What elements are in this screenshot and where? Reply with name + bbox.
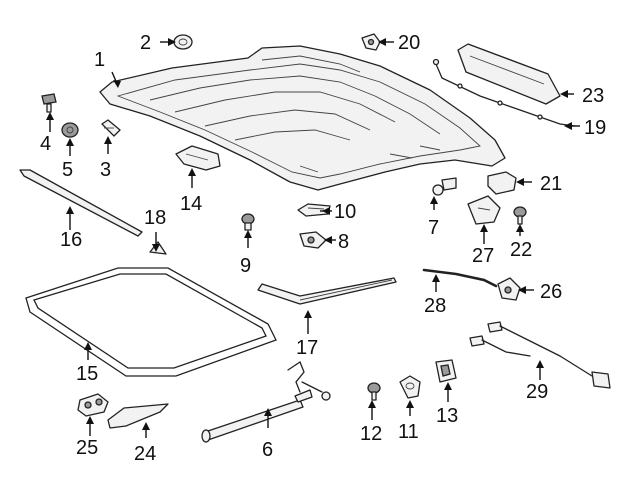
- callout-11: 11: [398, 421, 419, 443]
- callout-15: 15: [76, 363, 98, 385]
- cable-assembly: [469, 321, 611, 389]
- callout-26: 26: [540, 281, 562, 303]
- callout-14: 14: [180, 193, 202, 215]
- callout-20: 20: [398, 32, 420, 54]
- callout-1: 1: [94, 49, 105, 71]
- liftgate-panel: [99, 45, 506, 191]
- callout-25: 25: [76, 437, 98, 459]
- callout-2: 2: [140, 32, 151, 54]
- plug: [173, 34, 193, 50]
- callout-21: 21: [540, 173, 562, 195]
- bolt-9: [241, 213, 255, 231]
- callout-28: 28: [424, 295, 446, 317]
- callout-17: 17: [296, 337, 318, 359]
- callout-10: 10: [334, 201, 356, 223]
- nut-5: [61, 122, 79, 138]
- spoiler: [457, 43, 561, 105]
- callout-6: 6: [262, 439, 273, 461]
- gas-strut: [201, 361, 331, 443]
- callout-18: 18: [144, 207, 166, 229]
- callout-4: 4: [40, 133, 51, 155]
- callout-13: 13: [436, 405, 458, 427]
- handle: [175, 145, 221, 171]
- screw-12: [367, 382, 381, 401]
- bumper-21: [487, 171, 517, 195]
- garnish-strip: [257, 277, 397, 305]
- callout-12: 12: [360, 423, 382, 445]
- callout-3: 3: [100, 159, 111, 181]
- callout-9: 9: [240, 255, 251, 277]
- weatherstrip: [25, 267, 277, 377]
- arrowheads: [46, 38, 572, 430]
- callout-8: 8: [338, 231, 349, 253]
- callout-5: 5: [62, 159, 73, 181]
- bolt-4: [41, 93, 57, 113]
- bolt-22: [513, 206, 527, 225]
- callout-22: 22: [510, 239, 532, 261]
- callouts: 1 2 3 4 5 6 7 8 9 10 11 12 13 14 15 16 1…: [40, 32, 606, 465]
- clip-3: [101, 119, 121, 137]
- callout-19: 19: [584, 117, 606, 139]
- bracket-8: [299, 231, 327, 249]
- callout-27: 27: [472, 245, 494, 267]
- callout-16: 16: [60, 229, 82, 251]
- callout-29: 29: [526, 381, 548, 403]
- wire-harness: [432, 58, 576, 127]
- switch-11: [399, 375, 421, 399]
- bracket-24: [107, 403, 169, 429]
- callout-24: 24: [134, 443, 156, 465]
- lock-cylinder: [435, 359, 457, 383]
- actuator: [497, 277, 521, 301]
- callout-7: 7: [428, 217, 439, 239]
- bracket-20: [361, 33, 381, 51]
- trim-strip: [19, 169, 143, 237]
- grommet: [77, 393, 109, 417]
- latch-27: [467, 195, 501, 225]
- hose: [422, 268, 498, 288]
- callout-23: 23: [582, 85, 604, 107]
- stud-7: [432, 177, 457, 196]
